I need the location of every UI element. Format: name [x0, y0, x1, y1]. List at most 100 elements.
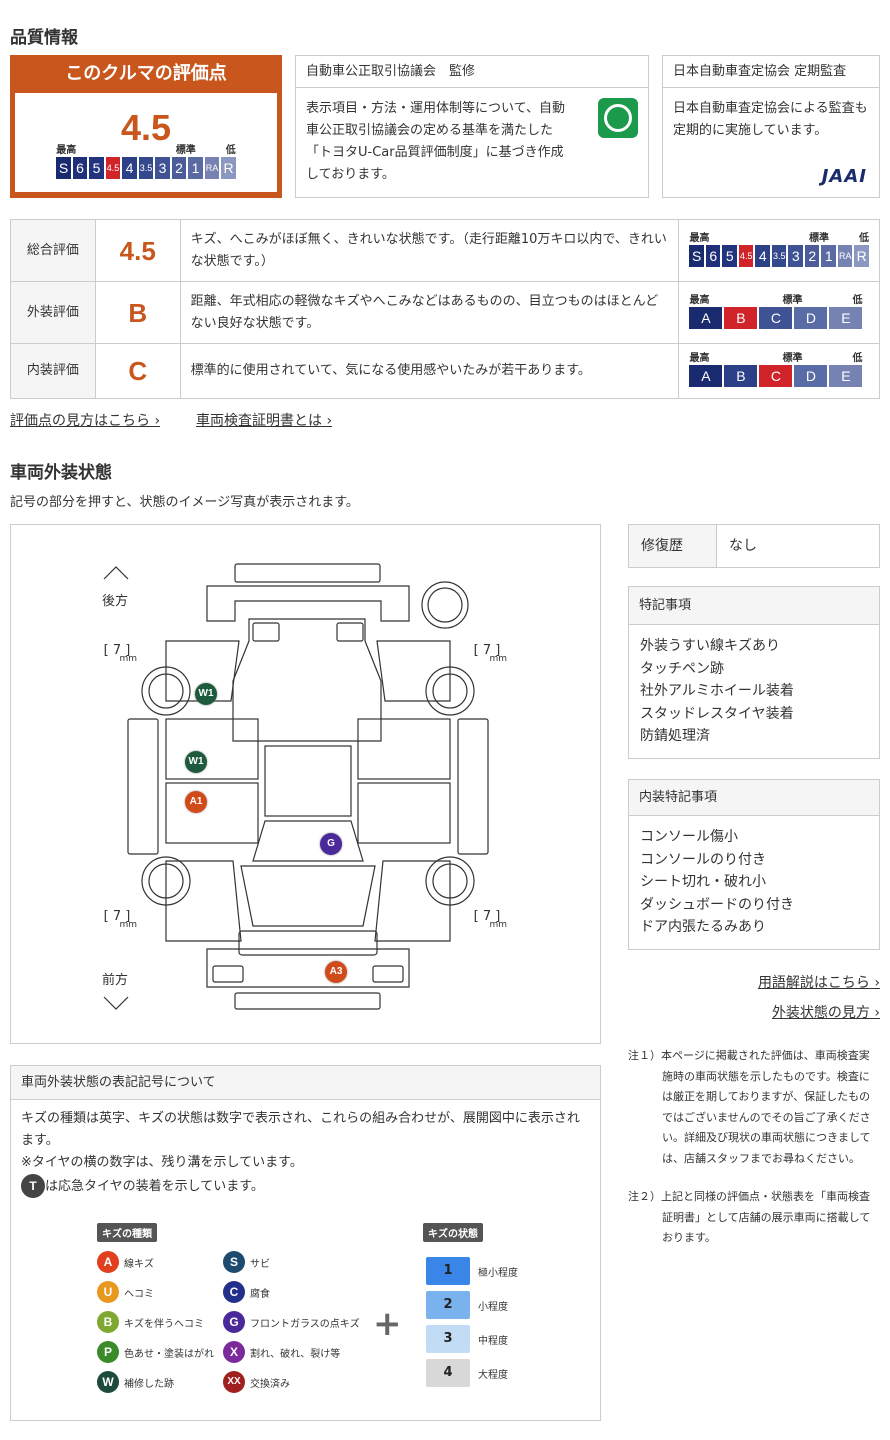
note-item: タッチペン跡: [640, 660, 724, 677]
scale-cell: 4: [122, 157, 137, 179]
supervision-title: 自動車公正取引協議会 監修: [296, 56, 648, 88]
tire-depth: [ 7 ]mm: [473, 643, 507, 664]
quality-title: 品質情報: [10, 28, 78, 48]
glossary-link[interactable]: 用語解説はこちら ›: [757, 975, 880, 991]
scale-cell: B: [724, 365, 758, 387]
damage-type-icon: A: [97, 1251, 119, 1273]
spare-tire-icon: T: [21, 1174, 45, 1198]
scale-cell: 3: [155, 157, 170, 179]
overall-score: 4.5: [120, 107, 172, 148]
scale-mid: 標準: [782, 294, 803, 306]
damage-marker-g[interactable]: G: [320, 833, 342, 855]
scale-cell: E: [829, 365, 863, 387]
tire-depth: [ 7 ]mm: [103, 643, 137, 664]
note-item: スタッドレスタイヤ装着: [640, 705, 794, 722]
damage-marker-w1[interactable]: W1: [185, 751, 207, 773]
states-title: キズの状態: [423, 1223, 483, 1242]
scale-cell: A: [689, 306, 723, 329]
types-title: キズの種類: [97, 1223, 157, 1242]
note-1: 注１）本ページに掲載された評価は、車両検査実施時の車両状態を示したものです。検査…: [628, 1049, 871, 1165]
rating-grade: B: [94, 281, 181, 344]
rating-label: 外装評価: [10, 281, 96, 344]
damage-type-icon: S: [223, 1251, 245, 1273]
damage-marker-w1[interactable]: W1: [195, 683, 217, 705]
damage-type-icon: P: [97, 1341, 119, 1363]
damage-type-icon: X: [223, 1341, 245, 1363]
scale-cell: 3.5: [138, 157, 154, 179]
rating-desc: 標準的に使用されていて、気になる使用感やいたみが若干あります。: [179, 343, 680, 399]
supervision-text: 表示項目・方法・運用体制等について、自動車公正取引協議会の定める基準を満たした「…: [306, 101, 565, 182]
scale-cell: 4: [755, 244, 770, 267]
certificate-link[interactable]: 車両検査証明書とは ›: [196, 413, 333, 429]
audit-title: 日本自動車査定協会 定期監査: [663, 56, 879, 88]
score-header: このクルマの評価点: [65, 63, 227, 84]
scale-cell: D: [794, 365, 828, 387]
rating-label: 内装評価: [10, 343, 96, 399]
scale-cell: C: [759, 306, 793, 329]
rating-desc: キズ、へこみがほぼ無く、きれいな状態です。（走行距離10万キロ以内で、きれいな状…: [179, 219, 680, 282]
note-item: ダッシュボードのり付き: [640, 896, 794, 913]
scale-cell: 6: [705, 244, 721, 267]
scale-mid: 標準: [782, 353, 803, 364]
rating-label: 総合評価: [10, 219, 96, 282]
scale-cell: 2: [804, 244, 820, 267]
scale-high: 最高: [689, 353, 710, 364]
damage-type-icon: C: [223, 1281, 245, 1303]
damage-type-icon: G: [223, 1311, 245, 1333]
scale-high: 最高: [689, 294, 710, 306]
scale-mid: 標準: [808, 232, 829, 244]
exterior-guide-link[interactable]: 外装状態の見方 ›: [771, 1005, 880, 1021]
scale-cell: 4.5: [105, 157, 121, 179]
damage-marker-a1[interactable]: A1: [185, 791, 207, 813]
scale-cell: 3.5: [771, 244, 787, 267]
damage-type-icon: U: [97, 1281, 119, 1303]
rear-label: 後方: [102, 594, 129, 609]
scale-cell: 4.5: [738, 244, 754, 267]
scale-cell: A: [689, 365, 723, 387]
exterior-subtitle: 記号の部分を押すと、状態のイメージ写真が表示されます。: [10, 495, 359, 510]
tire-depth: [ 7 ]mm: [473, 909, 507, 930]
scale-cell: S: [689, 244, 704, 267]
scale-cell: 6: [72, 157, 88, 179]
scale-cell: S: [56, 157, 71, 179]
front-label: 前方: [102, 973, 129, 988]
state-level: 3: [426, 1325, 470, 1353]
note-item: 外装うすい線キズあり: [640, 638, 780, 654]
scale-cell: D: [794, 306, 828, 329]
legend-text-2: ※タイヤの横の数字は、残り溝を示しています。: [21, 1155, 303, 1170]
legend-title: 車両外装状態の表記記号について: [11, 1066, 600, 1100]
interior-notes: 内装特記事項 コンソール傷小コンソールのり付きシート切れ・破れ小ダッシュボードの…: [628, 779, 880, 950]
scale-cell: 2: [171, 157, 187, 179]
damage-marker-a3[interactable]: A3: [325, 961, 347, 983]
score-guide-link[interactable]: 評価点の見方はこちら ›: [10, 413, 161, 429]
scale-cell: 3: [788, 244, 803, 267]
scale-cell: 5: [89, 157, 104, 179]
audit-box: 日本自動車査定協会 定期監査 日本自動車査定協会による監査も定期的に実施していま…: [662, 55, 880, 198]
scale-cell: RA: [837, 244, 853, 267]
legend-text-1: キズの種類は英字、キズの状態は数字で表示され、これらの組み合わせが、展開図中に表…: [21, 1111, 580, 1148]
scale-cell: R: [854, 244, 869, 267]
rating-grade: 4.5: [94, 219, 181, 282]
damage-type-icon: B: [97, 1311, 119, 1333]
damage-type-icon: XX: [223, 1371, 245, 1393]
interior-title: 内装特記事項: [629, 780, 879, 816]
note-item: 社外アルミホイール装着: [640, 683, 794, 699]
jaai-logo: JAAI: [821, 166, 867, 187]
scale-mid: 標準: [175, 145, 196, 156]
scale-low: 低: [852, 353, 863, 364]
rating-desc: 距離、年式相応の軽微なキズやへこみなどはあるものの、目立つものはほとんどない良好…: [179, 281, 680, 344]
